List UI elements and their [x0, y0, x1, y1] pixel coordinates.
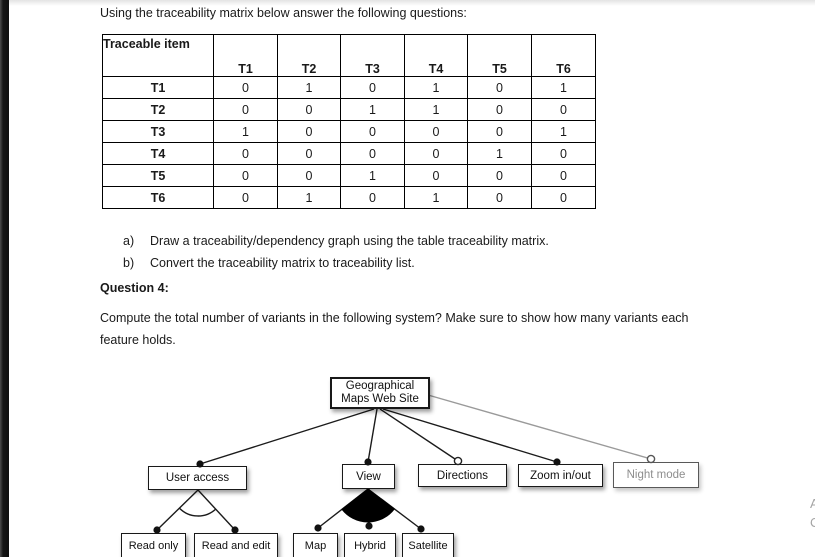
matrix-cell: 1	[213, 120, 278, 143]
matrix-cell: 0	[404, 164, 468, 187]
root-label-line1: Geographical	[345, 380, 415, 392]
matrix-cell: 1	[404, 76, 468, 99]
table-header-row: Traceable item T1 T2 T3 T4 T5 T6	[102, 34, 596, 77]
top-shadow-gradient	[9, 0, 815, 6]
feature-box-directions: Directions	[418, 464, 507, 487]
edge-root-directions	[379, 408, 459, 462]
feature-box-read-and-edit: Read and edit	[194, 533, 278, 557]
matrix-cell: 0	[531, 164, 596, 187]
subquestion-b: b) Convert the traceability matrix to tr…	[123, 253, 549, 275]
edge-root-view	[367, 408, 378, 463]
subquestion-label: b)	[123, 255, 135, 270]
edge-text-fragment: C	[810, 515, 815, 530]
subquestion-a: a) Draw a traceability/dependency graph …	[123, 231, 549, 253]
mandatory-dot-icon	[417, 525, 425, 533]
matrix-cell: 0	[531, 186, 596, 209]
matrix-cell: 1	[277, 76, 341, 99]
matrix-cell: 0	[213, 76, 278, 99]
matrix-cell: 0	[404, 142, 468, 165]
matrix-cell: 0	[277, 142, 341, 165]
root-label-line2: Maps Web Site	[341, 393, 419, 405]
matrix-cell: 1	[531, 120, 596, 143]
row-label: T1	[102, 76, 214, 99]
subquestion-text: Draw a traceability/dependency graph usi…	[150, 234, 549, 248]
row-label: T5	[102, 164, 214, 187]
feature-box-hybrid: Hybrid	[344, 533, 396, 557]
feature-box-user-access: User access	[148, 466, 247, 490]
matrix-cell: 0	[467, 76, 532, 99]
or-group-filled-arc	[341, 488, 396, 523]
feature-box-map: Map	[293, 533, 338, 557]
edge-view-map	[317, 488, 369, 529]
matrix-cell: 0	[213, 142, 278, 165]
feature-box-night-mode: Night mode	[613, 462, 699, 488]
matrix-cell: 0	[467, 98, 532, 121]
column-header: T4	[404, 34, 468, 77]
matrix-cell: 0	[531, 98, 596, 121]
corner-header: Traceable item	[102, 34, 214, 77]
matrix-cell: 0	[277, 164, 341, 187]
matrix-cell: 1	[404, 98, 468, 121]
matrix-cell: 0	[467, 186, 532, 209]
edge-root-useraccess	[199, 408, 375, 465]
row-label: T2	[102, 98, 214, 121]
matrix-cell: 0	[277, 120, 341, 143]
column-header: T5	[467, 34, 532, 77]
matrix-cell: 0	[277, 98, 341, 121]
subquestion-text: Convert the traceability matrix to trace…	[150, 255, 415, 270]
matrix-cell: 0	[213, 164, 278, 187]
matrix-cell: 0	[340, 186, 405, 209]
feature-box-read-only: Read only	[121, 533, 186, 557]
intro-text: Using the traceability matrix below answ…	[100, 6, 467, 20]
matrix-cell: 1	[467, 142, 532, 165]
feature-box-satellite: Satellite	[402, 533, 454, 557]
matrix-cell: 0	[340, 76, 405, 99]
feature-box-zoom-in-out: Zoom in/out	[518, 464, 603, 487]
matrix-cell: 0	[213, 186, 278, 209]
matrix-cell: 1	[340, 98, 405, 121]
edge-useraccess-readandedit	[197, 489, 236, 531]
feature-box-view: View	[342, 464, 395, 489]
matrix-cell: 1	[404, 186, 468, 209]
matrix-cell: 0	[340, 120, 405, 143]
feature-box-root: Geographical Maps Web Site	[330, 377, 430, 409]
matrix-cell: 1	[531, 76, 596, 99]
column-header: T3	[340, 34, 405, 77]
matrix-cell: 0	[467, 120, 532, 143]
matrix-cell: 0	[467, 164, 532, 187]
matrix-cell: 0	[213, 98, 278, 121]
matrix-cell: 0	[531, 142, 596, 165]
matrix-cell: 1	[277, 186, 341, 209]
edge-text-fragment: A	[810, 496, 815, 511]
mandatory-dot-icon	[365, 522, 373, 530]
edge-root-nightmode	[427, 394, 652, 460]
edge-view-satellite	[367, 488, 422, 530]
matrix-cell: 0	[340, 142, 405, 165]
left-edge-bar	[0, 0, 9, 557]
column-header: T1	[213, 34, 278, 77]
subquestion-list: a) Draw a traceability/dependency graph …	[123, 231, 549, 274]
edge-useraccess-readonly	[156, 489, 199, 531]
edge-root-zoom	[382, 408, 558, 463]
matrix-cell: 1	[340, 164, 405, 187]
row-label: T6	[102, 186, 214, 209]
subquestion-label: a)	[123, 234, 135, 248]
matrix-cell: 0	[404, 120, 468, 143]
xor-group-arc	[178, 507, 217, 517]
mandatory-dot-icon	[314, 524, 322, 532]
column-header: T2	[277, 34, 341, 77]
row-label: T3	[102, 120, 214, 143]
question4-heading: Question 4:	[100, 281, 169, 295]
column-header: T6	[531, 34, 596, 77]
question4-body: Compute the total number of variants in …	[100, 311, 689, 347]
row-label: T4	[102, 142, 214, 165]
